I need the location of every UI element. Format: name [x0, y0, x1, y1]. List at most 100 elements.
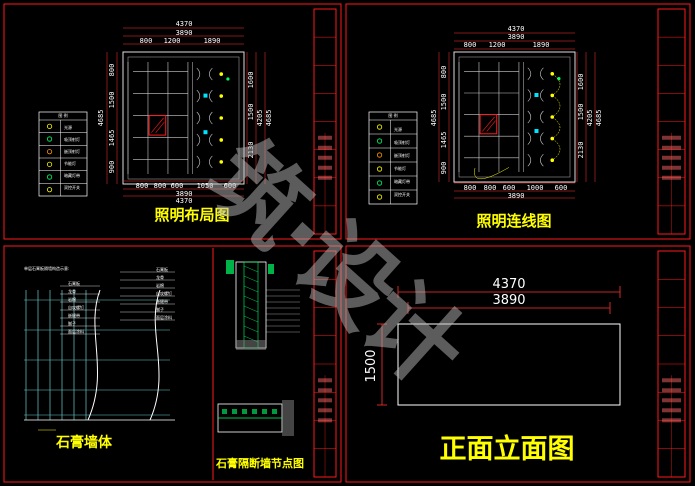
title-block-text-mark [318, 388, 332, 393]
dim-left-seg-3: 1465 [108, 130, 116, 147]
dim-left-seg-4: 900 [108, 161, 116, 174]
dim-right-inner: 4205 [586, 110, 594, 127]
title-block-text-mark [318, 408, 332, 413]
title-block-text-mark [318, 145, 332, 150]
title-block-text-mark [662, 165, 681, 170]
dim-right-seg-2: 1500 [247, 104, 255, 121]
spotlight-dot [219, 116, 224, 120]
legend-item-4: 节能灯 [394, 165, 406, 171]
title-block-text-mark [662, 175, 681, 180]
legend-symbol [376, 166, 383, 172]
dim-left-seg-2: 1500 [440, 94, 448, 111]
node-details [217, 260, 300, 436]
callout-text-right: 腻子 [156, 306, 164, 312]
wire-arc [474, 167, 510, 180]
legend-symbol [46, 149, 53, 155]
legend-item-5: 暗藏灯带 [394, 178, 410, 184]
dimension-lines [106, 27, 266, 197]
legend-table: 图 例 光源 吸顶射灯 嵌顶射灯 节能灯 暗藏灯带 双控开关 [368, 111, 418, 205]
legend-grid [369, 119, 417, 204]
legend-grid [39, 119, 87, 196]
dim-bottom-seg-5: 600 [555, 184, 568, 192]
panel-front-elevation-border [345, 245, 691, 483]
callout-text-left: 龙骨 [68, 288, 76, 294]
dim-left-seg-1: 800 [108, 64, 116, 77]
dim-bottom-seg-2: 800 [484, 184, 497, 192]
legend-header: 图 例 [58, 112, 67, 118]
wire-arc [552, 138, 561, 161]
ceiling-grid [458, 62, 524, 172]
panel-lighting-wiring: 4370 3890 800 1200 1890 800 800 600 1000… [368, 25, 603, 230]
legend-frame [368, 111, 418, 205]
node-block [226, 260, 234, 274]
arc-wall-light [527, 110, 532, 124]
wire-arc [552, 116, 561, 139]
arc-wall-light [540, 110, 544, 124]
dim-top-inner: 3890 [492, 293, 525, 308]
legend-symbol [46, 187, 53, 193]
callout-text-right: 自攻螺钉 [156, 290, 172, 296]
legend-symbol [376, 124, 383, 130]
dim-left-total: 4685 [97, 110, 105, 127]
dimension-lines [438, 32, 596, 199]
dim-bottom-seg-3: 600 [503, 184, 516, 192]
dim-top-seg-2: 1200 [164, 37, 181, 45]
legend-symbol [376, 180, 383, 186]
callout-text-left: 自攻螺钉 [68, 304, 84, 310]
dim-bottom-seg-5: 600 [224, 182, 237, 190]
legend-symbol [376, 138, 383, 144]
legend-symbol [376, 152, 383, 158]
arc-wall-light [209, 111, 213, 125]
arc-wall-light [196, 133, 201, 147]
dim-left-total: 4685 [430, 110, 438, 127]
fixture-dot [557, 77, 561, 81]
glass-panel [148, 115, 167, 136]
arc-wall-light [540, 67, 544, 81]
node-plan-stud [272, 409, 277, 414]
title-block-text-mark [318, 398, 332, 403]
panel-front-elevation: 4370 3890 1500 正面立面图 [364, 277, 621, 465]
dim-left-seg-2: 1500 [108, 92, 116, 109]
wire-arc [552, 73, 561, 96]
title-block-text-mark [662, 388, 681, 393]
arc-wall-light [527, 153, 532, 167]
panel-title-gypsum-node: 石膏隔断墙节点图 [215, 456, 304, 470]
glass-panel [479, 114, 498, 135]
node-plan-stud [222, 409, 227, 414]
wall-structure [24, 289, 175, 431]
title-block-text-mark [318, 378, 332, 383]
dim-height: 1500 [364, 349, 379, 382]
arc-wall-light [196, 155, 201, 169]
legend-symbols [376, 124, 383, 200]
dim-right-total: 4685 [265, 110, 273, 127]
panel-gypsum-wall: 单层石膏板隔墙构造示意: 石膏板龙骨岩棉自攻螺钉嵌缝带腻子面层涂料石膏板龙骨岩棉… [24, 265, 175, 451]
spotlight-dot [219, 94, 224, 98]
title-block-text-mark [662, 398, 681, 403]
dim-right-seg-3: 2130 [577, 142, 585, 159]
arc-wall-light [196, 67, 201, 81]
dim-bottom-inner: 3890 [176, 190, 193, 198]
spotlight-dot [219, 138, 224, 142]
title-block-text-mark [662, 135, 681, 140]
light-fixtures [196, 67, 230, 169]
callout-text-right: 嵌缝带 [156, 298, 168, 304]
dim-top-total: 4370 [176, 20, 193, 28]
legend-symbols [46, 123, 53, 193]
glass-hatch [482, 116, 495, 132]
dim-bottom-seg-4: 1050 [197, 182, 214, 190]
wire-arc [552, 95, 561, 118]
elevation-outline [397, 323, 621, 406]
panel-lighting-wiring-border [345, 3, 691, 240]
arc-wall-light [540, 153, 544, 167]
dim-top-seg-3: 1890 [204, 37, 221, 45]
dim-bottom-seg-1: 800 [464, 184, 477, 192]
gypsum-header-note: 单层石膏板隔墙构造示意: [24, 265, 69, 271]
panel-title-lighting-wiring: 照明连线图 [476, 212, 551, 230]
switch-marker [534, 93, 539, 97]
fixture-dot [226, 77, 230, 81]
node-hatch [243, 295, 259, 303]
node-core [243, 261, 259, 349]
room-outline [122, 51, 245, 185]
node-plan-post [282, 400, 294, 436]
